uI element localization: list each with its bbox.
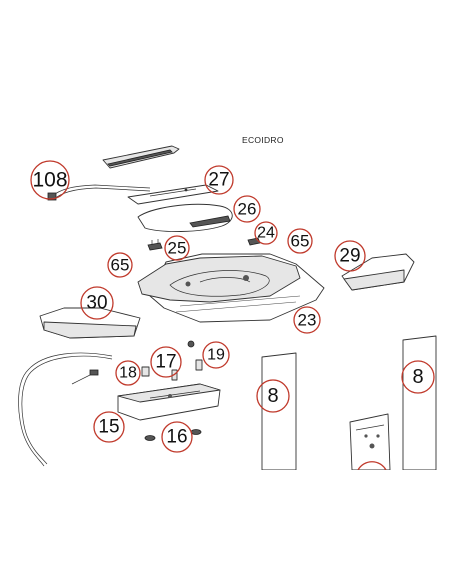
callout-15: 15	[93, 411, 125, 443]
svg-text:24: 24	[257, 225, 275, 242]
callout-8-left: 8	[256, 379, 290, 413]
brand-label: ECOIDRO	[242, 135, 284, 145]
callout-19: 19	[202, 341, 230, 369]
part-top-handle	[102, 145, 180, 169]
callouts: 108 27 26 25 24 65 65 29	[30, 160, 435, 453]
part-26-cover-plate	[137, 203, 233, 232]
svg-text:65: 65	[111, 256, 130, 275]
svg-text:27: 27	[208, 170, 229, 191]
callout-30: 30	[80, 286, 114, 320]
part-bolt	[187, 340, 195, 348]
part-29-side-panel	[341, 253, 415, 291]
part-8-panel-right	[402, 335, 437, 471]
svg-text:8: 8	[267, 385, 278, 407]
callout-23: 23	[293, 306, 321, 334]
callout-108: 108	[30, 160, 70, 200]
svg-text:17: 17	[155, 352, 176, 373]
svg-text:65: 65	[291, 232, 310, 251]
part-25-bracket	[147, 239, 163, 251]
part-15-control-box	[117, 383, 221, 421]
svg-text:26: 26	[238, 200, 257, 219]
svg-text:108: 108	[32, 169, 67, 192]
callout-29: 29	[334, 240, 366, 272]
svg-text:25: 25	[168, 239, 187, 258]
part-30-side-panel	[39, 307, 141, 339]
callout-24: 24	[254, 221, 278, 245]
svg-text:19: 19	[207, 347, 225, 364]
svg-text:23: 23	[298, 311, 317, 330]
svg-text:16: 16	[166, 427, 187, 448]
svg-text:15: 15	[98, 417, 119, 438]
callout-65-left: 65	[107, 252, 133, 278]
callout-18: 18	[115, 360, 141, 386]
part-23-base-tray	[137, 253, 325, 323]
part-cable-loop	[18, 352, 113, 467]
part-27-bracket	[127, 184, 219, 205]
callout-65-right: 65	[287, 228, 313, 254]
callout-8-right: 8	[401, 360, 435, 394]
part-16-feet	[144, 429, 202, 441]
svg-text:18: 18	[119, 365, 137, 382]
callout-25: 25	[164, 235, 190, 261]
callout-26: 26	[233, 195, 261, 223]
callout-17: 17	[150, 346, 182, 378]
callout-16: 16	[161, 421, 193, 453]
svg-text:30: 30	[86, 293, 107, 314]
partial-callout-ring	[357, 461, 387, 471]
svg-text:8: 8	[412, 366, 423, 388]
callout-27: 27	[204, 165, 234, 195]
svg-text:29: 29	[339, 246, 360, 267]
